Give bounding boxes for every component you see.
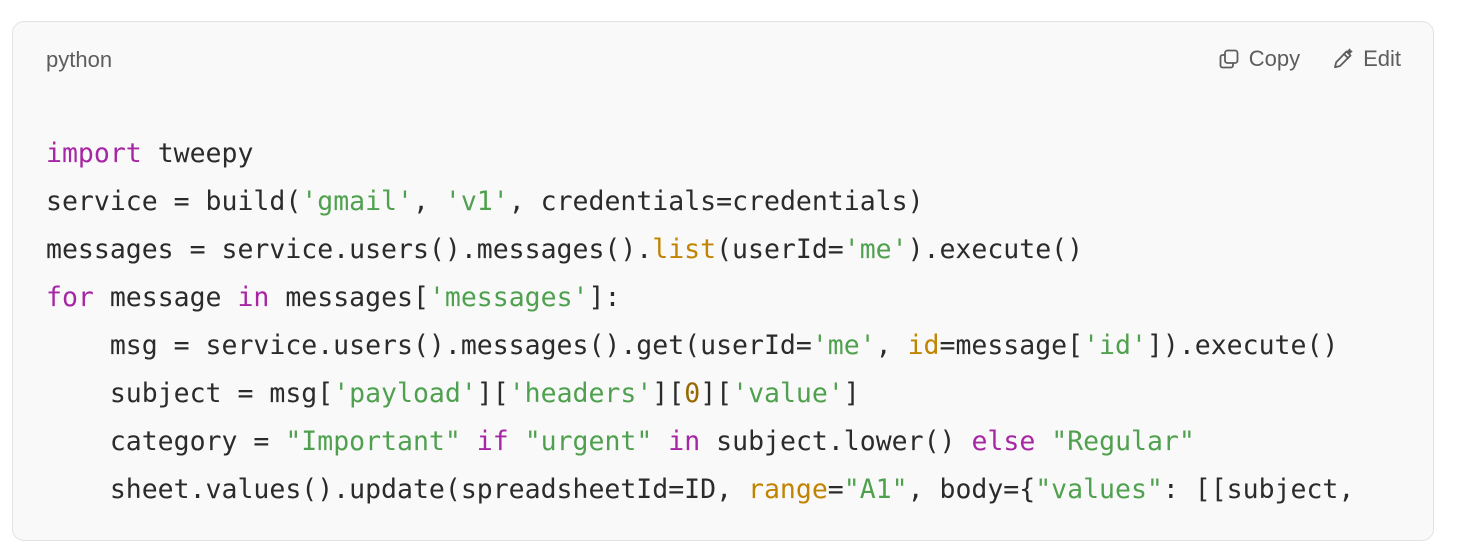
language-label: python	[46, 47, 113, 72]
code-text: (userId=	[716, 234, 844, 265]
code-block-header: python Copy Edit	[13, 22, 1433, 98]
code-string: "Regular"	[1051, 426, 1195, 457]
code-line: import tweepy	[46, 130, 1433, 178]
code-keyword: in	[237, 282, 270, 313]
code-line: messages = service.users().messages().li…	[46, 226, 1433, 274]
code-text: : [[subject,	[1162, 474, 1355, 505]
code-builtin: list	[652, 234, 717, 265]
code-line: subject = msg['payload']['headers'][0]['…	[46, 370, 1433, 418]
edit-label: Edit	[1363, 46, 1401, 71]
code-line: msg = service.users().messages().get(use…	[46, 322, 1433, 370]
code-text: ][	[652, 378, 685, 409]
code-number: 0	[684, 378, 701, 409]
code-text: messages = service.users().messages().	[46, 234, 653, 265]
code-line: service = build('gmail', 'v1', credentia…	[46, 178, 1433, 226]
code-string: 'id'	[1083, 330, 1147, 361]
code-text: ,	[875, 330, 908, 361]
code-string: "Important"	[285, 426, 461, 457]
code-text	[1035, 426, 1051, 457]
code-string: 'value'	[732, 378, 844, 409]
code-string: 'me'	[811, 330, 876, 361]
code-text: sheet.values().update(spreadsheetId=ID,	[46, 474, 748, 505]
code-text: , body={	[907, 474, 1036, 505]
code-text: subject = msg[	[46, 378, 334, 409]
code-string: 'payload'	[333, 378, 477, 409]
code-text: service = build(	[46, 186, 302, 217]
code-text: , credentials=credentials)	[508, 186, 924, 217]
code-text: ][	[476, 378, 509, 409]
code-string: 'me'	[843, 234, 908, 265]
code-text: ,	[412, 186, 445, 217]
code-actions: Copy Edit	[1218, 44, 1401, 74]
code-text: ]:	[588, 282, 621, 313]
code-text: =	[827, 474, 844, 505]
code-builtin: id	[907, 330, 940, 361]
code-builtin: range	[748, 474, 828, 505]
code-string: 'gmail'	[301, 186, 413, 217]
code-text	[509, 426, 525, 457]
pencil-icon	[1334, 48, 1353, 69]
code-keyword: if	[476, 426, 509, 457]
code-keyword: in	[668, 426, 701, 457]
code-line: sheet.values().update(spreadsheetId=ID, …	[46, 466, 1433, 514]
copy-label: Copy	[1248, 46, 1301, 71]
code-text: ]).execute()	[1146, 330, 1339, 361]
code-text	[461, 426, 477, 457]
code-text: ).execute()	[907, 234, 1084, 265]
code-text: subject.lower()	[700, 426, 972, 457]
copy-icon	[1219, 49, 1239, 69]
code-text: ]	[843, 378, 860, 409]
code-text: ][	[700, 378, 733, 409]
code-string: "A1"	[843, 474, 908, 505]
code-text: message	[93, 282, 238, 313]
code-keyword: import	[46, 138, 142, 169]
code-string: "urgent"	[524, 426, 653, 457]
code-keyword: for	[46, 282, 94, 313]
copy-button[interactable]: Copy	[1218, 44, 1300, 74]
code-string: 'headers'	[508, 378, 653, 409]
code-text: =message[	[939, 330, 1084, 361]
code-line: for message in messages['messages']:	[46, 274, 1433, 322]
code-text	[652, 426, 668, 457]
code-string: "values"	[1035, 474, 1163, 505]
code-keyword: else	[971, 426, 1036, 457]
code-string: 'v1'	[444, 186, 509, 217]
code-text: tweepy	[141, 138, 254, 169]
code-text: category =	[46, 426, 286, 457]
edit-button[interactable]: Edit	[1332, 44, 1401, 74]
code-string: 'messages'	[428, 282, 589, 313]
code-line: category = "Important" if "urgent" in su…	[46, 418, 1433, 466]
code-text: messages[	[269, 282, 429, 313]
code-text: msg = service.users().messages().get(use…	[46, 330, 812, 361]
